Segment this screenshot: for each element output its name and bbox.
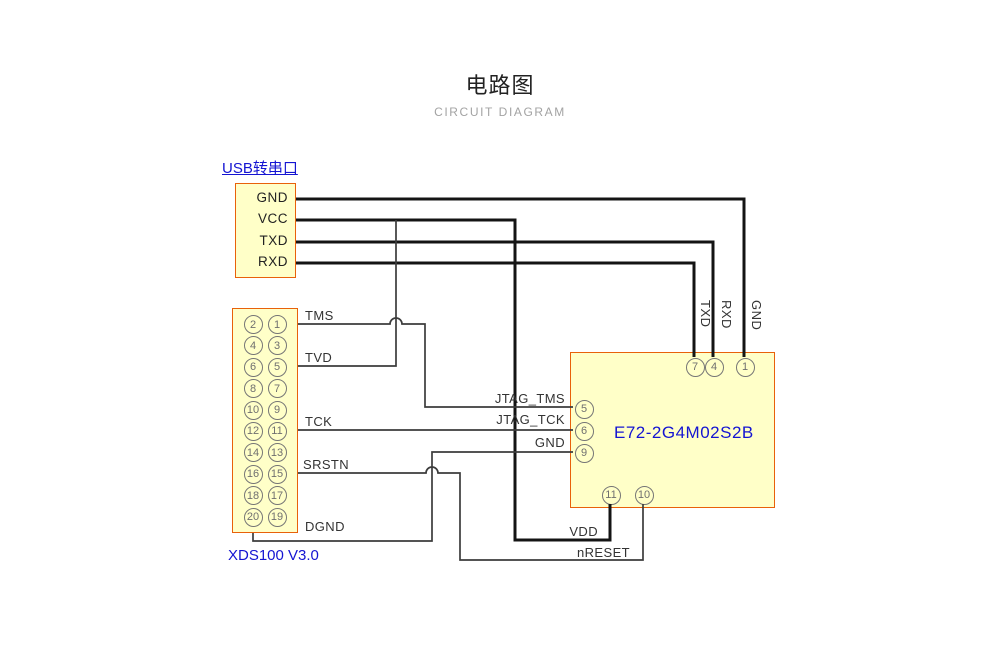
usb-pin-gnd: GND	[256, 190, 288, 205]
label-gnd-pin9: GND	[534, 435, 565, 450]
e72-pin-1: 1	[735, 357, 755, 377]
e72-pin-9: 9	[574, 443, 594, 463]
e72-pin-11: 11	[601, 485, 621, 505]
wire-vcc-vdd	[296, 218, 612, 542]
xds-pin: 18	[243, 486, 263, 506]
page-title: 电路图	[465, 73, 535, 98]
xds-pin: 16	[243, 464, 263, 484]
e72-pin-4: 4	[704, 357, 724, 377]
e72-module-name: E72-2G4M02S2B	[614, 423, 754, 442]
usb-pin-txd: TXD	[259, 233, 288, 248]
xds-pin: 11	[267, 421, 287, 441]
label-srstn: SRSTN	[303, 457, 350, 472]
xds-pin: 8	[243, 379, 263, 399]
wire-dgnd	[252, 451, 573, 542]
usb-serial-block-title: USB转串口	[222, 160, 298, 177]
label-dgnd: DGND	[305, 519, 345, 534]
xds-pin: 7	[267, 379, 287, 399]
xds-pin: 17	[267, 486, 287, 506]
label-jtag-tms: JTAG_TMS	[494, 391, 565, 406]
label-vdd: VDD	[569, 524, 598, 539]
xds100-block: 2 1 4 3 6 5 8 7 10 9 12 11 14 13 16 15 1…	[232, 308, 298, 533]
xds-pin: 6	[243, 357, 263, 377]
xds-pin: 3	[267, 336, 287, 356]
xds-pin: 9	[267, 400, 287, 420]
usb-pin-rxd: RXD	[257, 254, 288, 269]
wire-txd	[296, 240, 715, 357]
xds100-block-title: XDS100 V3.0	[228, 547, 319, 564]
xds-pin: 1	[267, 315, 287, 334]
wire-gnd	[296, 197, 746, 357]
xds-pin: 13	[267, 443, 287, 463]
xds-pin: 5	[267, 357, 287, 377]
label-nreset: nRESET	[577, 545, 630, 560]
label-gnd-vertical: GND	[749, 300, 764, 331]
xds-pin: 14	[243, 443, 263, 463]
usb-serial-block: GND VCC TXD RXD	[235, 183, 296, 278]
wire-rxd	[296, 261, 696, 357]
xds-pin: 4	[243, 336, 263, 356]
wire-tvd	[298, 220, 397, 367]
page-subtitle: CIRCUIT DIAGRAM	[434, 105, 566, 119]
e72-pin-10: 10	[634, 485, 654, 505]
xds-pin: 19	[267, 507, 287, 527]
xds-pin: 20	[243, 507, 263, 527]
xds-pin: 12	[243, 421, 263, 441]
e72-pin-7: 7	[685, 357, 705, 377]
xds-pin: 2	[243, 315, 263, 334]
label-txd-vertical: TXD	[698, 300, 713, 328]
xds-pin: 10	[243, 400, 263, 420]
label-tms: TMS	[305, 308, 334, 323]
e72-pin-5: 5	[574, 399, 594, 419]
label-rxd-vertical: RXD	[719, 300, 734, 329]
label-tck: TCK	[305, 414, 333, 429]
label-tvd: TVD	[305, 350, 333, 365]
xds-pin: 15	[267, 464, 287, 484]
label-jtag-tck: JTAG_TCK	[496, 412, 565, 427]
e72-pin-6: 6	[574, 421, 594, 441]
usb-pin-vcc: VCC	[257, 211, 288, 226]
